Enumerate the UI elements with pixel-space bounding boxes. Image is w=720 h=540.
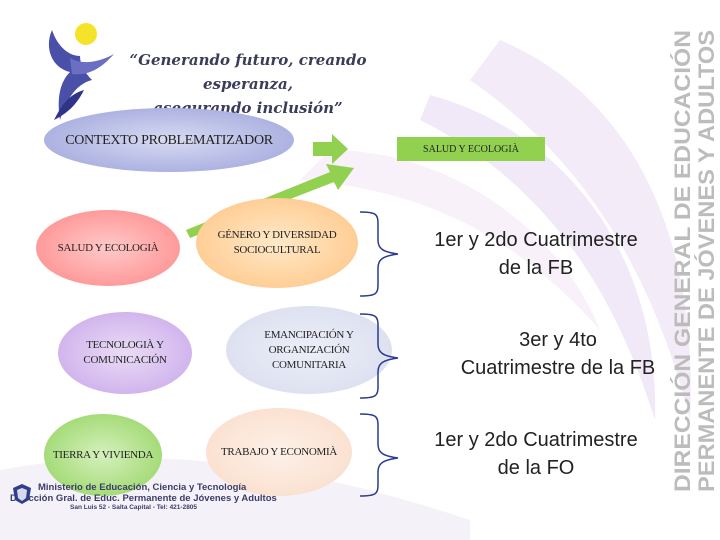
side-title-line-2: PERMANENTE DE JÓVENES Y ADULTOS <box>694 30 719 492</box>
oval-genero: GÉNERO Y DIVERSIDAD SOCIOCULTURAL <box>196 198 358 288</box>
highlight-box: SALUD Y ECOLOGIÀ <box>397 137 545 161</box>
period-2-line-2: Cuatrimestre de la FB <box>460 357 656 379</box>
period-1-line-1: 1er y 2do Cuatrimestre <box>434 229 638 251</box>
oval-genero-line-1: GÉNERO Y DIVERSIDAD <box>217 229 337 241</box>
period-3: 1er y 2do Cuatrimestre de la FO <box>406 426 666 482</box>
period-2-line-1: 3er y 4to <box>519 329 597 351</box>
side-title-line-1: DIRECCIÓN GENERAL DE EDUCACIÓN <box>670 30 695 492</box>
context-oval: CONTEXTO PROBLEMATIZADOR <box>44 108 294 172</box>
logo-figure-icon <box>48 23 114 120</box>
oval-emancipacion: EMANCIPACIÓN Y ORGANIZACIÓN COMUNITARIA <box>226 306 392 394</box>
period-3-line-1: 1er y 2do Cuatrimestre <box>434 429 638 451</box>
oval-genero-line-2: SOCIOCULTURAL <box>233 244 321 256</box>
oval-salud: SALUD Y ECOLOGIÀ <box>36 210 180 286</box>
side-title: DIRECCIÓN GENERAL DE EDUCACIÓN PERMANENT… <box>670 30 719 492</box>
oval-salud-label: SALUD Y ECOLOGIÀ <box>57 241 159 254</box>
period-2: 3er y 4to Cuatrimestre de la FB <box>428 326 688 382</box>
government-shield-icon <box>13 484 31 504</box>
footer-ministry: Ministerio de Educación, Ciencia y Tecno… <box>38 482 247 493</box>
period-1: 1er y 2do Cuatrimestre de la FB <box>406 226 666 282</box>
oval-tecnologia: TECNOLOGIÀ Y COMUNICACIÓN <box>58 312 192 394</box>
oval-trabajo: TRABAJO Y ECONOMIÀ <box>206 408 352 496</box>
footer-direction: Dirección Gral. de Educ. Permanente de J… <box>10 493 277 504</box>
footer-address: San Luis 52 - Salta Capital - Tel: 421-2… <box>70 504 198 511</box>
right-arrow-icon <box>313 134 348 164</box>
period-3-line-2: de la FO <box>497 457 575 479</box>
oval-tierra: TIERRA Y VIVIENDA <box>44 414 162 496</box>
oval-emancipacion-line-1: EMANCIPACIÓN Y ORGANIZACIÓN <box>264 328 354 356</box>
period-1-line-2: de la FB <box>498 257 574 279</box>
bracket-3 <box>359 413 399 497</box>
oval-tierra-label: TIERRA Y VIVIENDA <box>52 448 154 461</box>
oval-emancipacion-line-2: COMUNITARIA <box>271 358 347 371</box>
slogan-line-1: “Generando futuro, creando esperanza, <box>129 51 367 93</box>
bracket-2 <box>359 313 399 399</box>
oval-tecnologia-line-1: TECNOLOGIÀ Y <box>86 339 164 351</box>
context-title: CONTEXTO PROBLEMATIZADOR <box>65 132 273 148</box>
brackets <box>359 211 399 497</box>
highlight-label: SALUD Y ECOLOGIÀ <box>423 143 519 155</box>
oval-trabajo-label: TRABAJO Y ECONOMIÀ <box>220 445 337 458</box>
bracket-1 <box>359 211 399 297</box>
footer: Ministerio de Educación, Ciencia y Tecno… <box>10 482 310 511</box>
oval-tecnologia-line-2: COMUNICACIÓN <box>83 354 167 366</box>
